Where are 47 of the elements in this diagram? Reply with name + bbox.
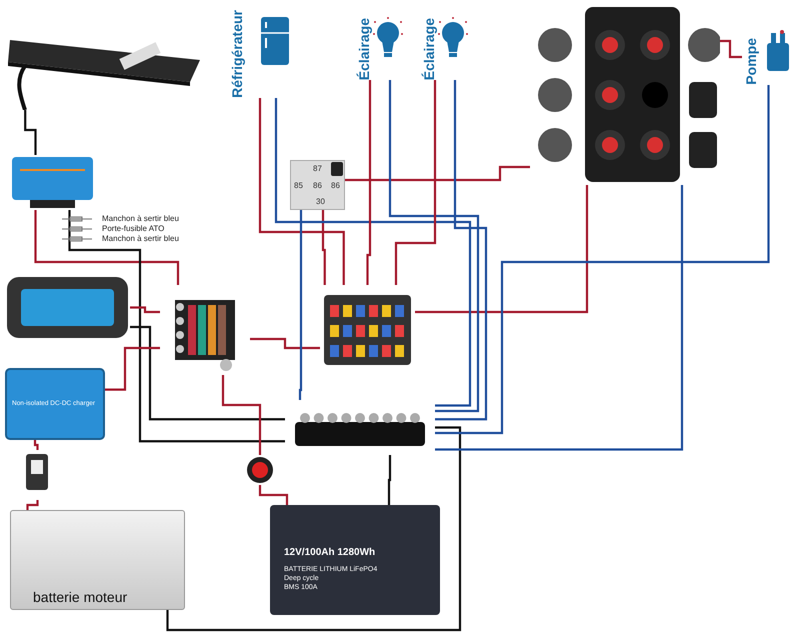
wire — [258, 98, 345, 285]
terminal-number: 30 — [316, 197, 325, 206]
wire — [366, 80, 372, 285]
battery-case — [270, 505, 440, 615]
wire — [105, 346, 160, 391]
device-label: Éclairage — [420, 18, 438, 80]
wire — [274, 98, 472, 407]
charge-controller-drawing — [10, 155, 95, 210]
relay-housing — [290, 160, 345, 210]
wire — [222, 375, 262, 455]
battery-rating: 12V/100Ah 1280Wh — [284, 547, 376, 558]
device-label: Éclairage — [355, 18, 373, 80]
wire — [298, 210, 302, 400]
wire — [34, 440, 39, 450]
wire — [435, 185, 684, 451]
wire — [130, 326, 285, 420]
terminal-number: 87 — [313, 164, 322, 173]
wiring-note: Manchon à sertir bleu — [102, 214, 179, 223]
wire — [322, 210, 326, 285]
wire — [415, 185, 588, 314]
wire — [388, 80, 480, 412]
wire — [388, 455, 392, 505]
wire — [250, 338, 320, 350]
terminal-number: 85 — [294, 181, 303, 190]
wiring-note: Manchon à sertir bleu — [102, 234, 179, 243]
wire — [435, 85, 770, 434]
battery-switch-drawing — [245, 455, 275, 485]
device-label: Pompe — [742, 38, 760, 85]
battery-charger-drawing — [5, 275, 130, 340]
wire — [394, 80, 436, 285]
wire — [130, 306, 160, 314]
terminal-number: 86 — [313, 181, 322, 190]
wire — [435, 80, 488, 420]
wiring-note: Porte-fusible ATO — [102, 224, 164, 233]
wire — [24, 110, 37, 155]
terminal-number: 86 — [331, 181, 340, 190]
device-label: Réfrigérateur — [228, 10, 246, 98]
wire — [720, 40, 742, 58]
battery-case — [10, 510, 185, 610]
wire — [34, 210, 180, 285]
battery-label: batterie moteur — [33, 589, 128, 605]
wire — [345, 166, 530, 182]
wire — [68, 210, 285, 442]
wire — [258, 485, 288, 505]
wire — [26, 500, 39, 510]
wire — [166, 426, 462, 632]
charger-case — [5, 368, 105, 440]
